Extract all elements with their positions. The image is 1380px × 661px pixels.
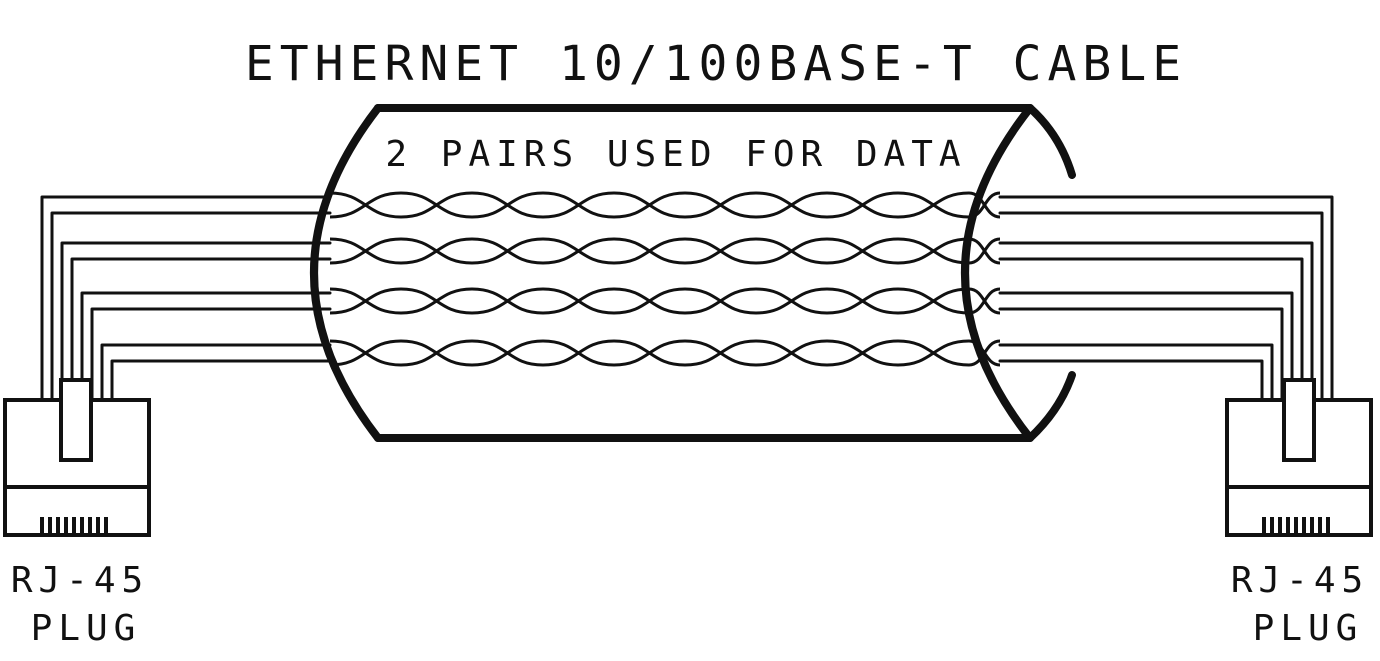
pair-2-wire-b <box>329 237 1001 265</box>
wire-left-2 <box>50 211 332 402</box>
jacket-right-end-back-top <box>1026 104 1076 179</box>
wire-right-8 <box>998 359 1264 402</box>
cable-label: 2 PAIRS USED FOR DATA <box>385 134 966 175</box>
wire-right-6 <box>998 307 1284 402</box>
wire-left-7 <box>100 343 332 402</box>
pair-1-wire-a <box>329 191 1001 219</box>
pair-1-wire-b <box>329 191 1001 219</box>
cable-wires <box>40 195 1334 402</box>
left-plug-contacts <box>40 517 108 533</box>
right-contact-8 <box>1318 517 1322 533</box>
right-plug-latch <box>1282 378 1316 462</box>
left-contact-4 <box>64 517 68 533</box>
right-contact-6 <box>1302 517 1306 533</box>
left-contact-8 <box>96 517 100 533</box>
left-contact-5 <box>72 517 76 533</box>
jacket-right-end-front <box>961 104 1034 442</box>
wire-right-3 <box>998 241 1314 402</box>
jacket-left-end <box>310 104 382 442</box>
right-plug-label-line2: PLUG <box>1253 608 1364 649</box>
left-plug-latch <box>59 378 93 462</box>
wire-right-5 <box>998 291 1294 402</box>
left-contact-7 <box>88 517 92 533</box>
pair-4-wire-a <box>329 339 1001 367</box>
wire-left-1 <box>40 195 332 402</box>
right-contact-5 <box>1294 517 1298 533</box>
right-contact-7 <box>1310 517 1314 533</box>
left-plug-label-line1: RJ-45 <box>11 560 149 601</box>
wire-left-5 <box>80 291 332 402</box>
right-contact-2 <box>1270 517 1274 533</box>
right-contact-4 <box>1286 517 1290 533</box>
left-contact-9 <box>104 517 108 533</box>
wire-left-8 <box>110 359 332 402</box>
wire-left-4 <box>70 257 332 402</box>
wire-right-4 <box>998 257 1304 402</box>
jacket-right-end-back-bottom <box>1026 371 1076 442</box>
left-contact-1 <box>40 517 44 533</box>
left-contact-2 <box>48 517 52 533</box>
wire-right-1 <box>998 195 1334 402</box>
right-contact-1 <box>1262 517 1266 533</box>
left-contact-3 <box>56 517 60 533</box>
pair-3-wire-b <box>329 287 1001 315</box>
right-rj45-plug <box>1225 378 1373 537</box>
cable-jacket <box>310 104 1076 442</box>
diagram-title: ETHERNET 10/100BASE-T CABLE <box>245 36 1187 92</box>
right-contact-9 <box>1326 517 1330 533</box>
left-rj45-plug <box>3 378 151 537</box>
wire-left-6 <box>90 307 332 402</box>
wire-right-7 <box>998 343 1274 402</box>
right-plug-label-line1: RJ-45 <box>1231 560 1369 601</box>
twisted-pairs <box>329 191 1001 367</box>
wire-right-2 <box>998 211 1324 402</box>
right-contact-3 <box>1278 517 1282 533</box>
pair-3-wire-a <box>329 287 1001 315</box>
pair-2-wire-a <box>329 237 1001 265</box>
left-contact-6 <box>80 517 84 533</box>
wire-left-3 <box>60 241 332 402</box>
left-plug-label-line2: PLUG <box>31 608 142 649</box>
right-plug-contacts <box>1262 517 1330 533</box>
pair-4-wire-b <box>329 339 1001 367</box>
